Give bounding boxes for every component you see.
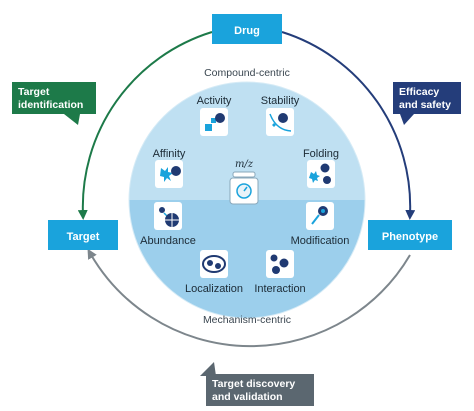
affinity-label: Affinity [153, 148, 186, 160]
target-box: Target [48, 220, 118, 250]
arc-drug-to-target [77, 31, 213, 220]
activity-icon [200, 108, 228, 136]
target-identification-line2: identification [18, 99, 83, 111]
affinity-icon [155, 160, 183, 188]
mz-label: m/z [235, 159, 254, 170]
compound-centric-label: Compound-centric [204, 67, 290, 79]
modification-label: Modification [291, 235, 350, 247]
folding-icon [307, 160, 335, 188]
target-identification-line1: Target [18, 86, 50, 98]
stability-label: Stability [261, 95, 300, 107]
stability-icon [266, 108, 294, 136]
target-discovery-callout: Target discovery and validation [200, 362, 314, 406]
drug-label: Drug [234, 25, 260, 37]
target-identification-callout: Target identification [12, 82, 96, 125]
abundance-label: Abundance [140, 235, 196, 247]
efficacy-line2: and safety [399, 99, 451, 111]
folding-label: Folding [303, 148, 339, 160]
target-discovery-line2: and validation [212, 391, 283, 403]
target-label: Target [67, 231, 100, 243]
interaction-label: Interaction [254, 283, 305, 295]
scale-icon [229, 171, 259, 205]
localization-label: Localization [185, 283, 243, 295]
localization-icon [200, 250, 228, 278]
arc-drug-to-phenotype [281, 31, 416, 220]
mechanism-centric-label: Mechanism-centric [203, 314, 291, 326]
modification-icon [306, 202, 334, 230]
arc-phenotype-to-target [87, 248, 411, 348]
efficacy-line1: Efficacy [399, 86, 439, 98]
drug-box: Drug [212, 14, 282, 44]
phenotype-box: Phenotype [368, 220, 452, 250]
abundance-icon [154, 202, 182, 230]
efficacy-safety-callout: Efficacy and safety [393, 82, 461, 125]
target-discovery-line1: Target discovery [212, 378, 295, 390]
phenotype-label: Phenotype [382, 231, 438, 243]
activity-label: Activity [197, 95, 232, 107]
interaction-icon [266, 250, 294, 278]
